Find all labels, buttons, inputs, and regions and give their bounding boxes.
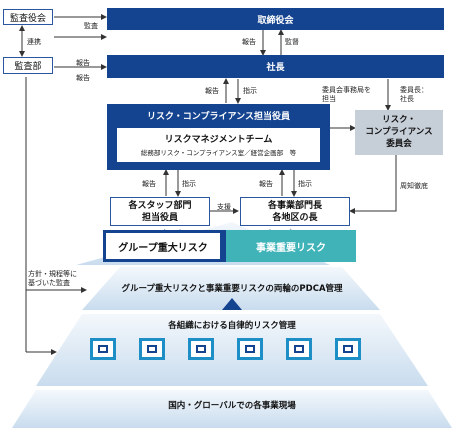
label-instruct-staff: 指示 bbox=[182, 180, 196, 188]
risk-committee-line3: 委員会 bbox=[386, 139, 412, 149]
board-label: 取締役会 bbox=[257, 15, 294, 26]
label-instruct-president: 指示 bbox=[243, 87, 257, 95]
label-secretariat-2: 担当 bbox=[322, 95, 336, 103]
org-unit-icon bbox=[188, 338, 214, 360]
label-renkei: 連携 bbox=[27, 38, 41, 46]
label-report-audit-dept: 報告 bbox=[76, 59, 90, 67]
audit-dept-label: 監査部 bbox=[14, 62, 42, 72]
label-policy-2: 基づいた監査 bbox=[28, 279, 70, 287]
org-unit-icon bbox=[335, 338, 361, 360]
rm-team-subtitle: 総務部リスク・コンプライアンス室／経営企画部 等 bbox=[140, 148, 297, 157]
president-label: 社長 bbox=[266, 63, 285, 73]
staff-officer-box: 各スタッフ部門 担当役員 bbox=[110, 197, 210, 226]
label-support: 支援 bbox=[217, 203, 231, 211]
autonomous-label: 各組織における自律的リスク管理 bbox=[168, 321, 296, 331]
audit-committee-label: 監査役会 bbox=[9, 13, 46, 24]
risk-officer-box: リスク・コンプライアンス担当役員 リスクマネジメントチーム 総務部リスク・コンプ… bbox=[107, 104, 330, 170]
org-unit-icon bbox=[90, 338, 116, 360]
label-report-staff: 報告 bbox=[142, 180, 156, 188]
risk-committee-line1: リスク・ bbox=[382, 115, 416, 125]
dept-head-box: 各事業部門長 各地区の長 bbox=[240, 197, 350, 226]
label-notice: 周知徹底 bbox=[400, 182, 428, 190]
board-box: 取締役会 bbox=[107, 8, 444, 30]
rm-team-title: リスクマネジメントチーム bbox=[164, 134, 273, 145]
rm-team-box: リスクマネジメントチーム 総務部リスク・コンプライアンス室／経営企画部 等 bbox=[117, 128, 320, 162]
risk-committee-box: リスク・ コンプライアンス 委員会 bbox=[355, 110, 443, 155]
business-risk-box: 事業重要リスク bbox=[226, 230, 356, 262]
staff-line1: 各スタッフ部門 bbox=[128, 201, 192, 211]
audit-committee-box: 監査役会 bbox=[3, 9, 53, 25]
group-risk-label: グループ重大リスク bbox=[118, 242, 208, 254]
dept-line2: 各地区の長 bbox=[272, 213, 318, 223]
risk-officer-title: リスク・コンプライアンス担当役員 bbox=[146, 111, 290, 122]
label-chair-1: 委員長： bbox=[400, 86, 428, 94]
org-unit-icon bbox=[139, 338, 165, 360]
pdca-label: グループ重大リスクと事業重要リスクの両輪のPDCA管理 bbox=[121, 284, 343, 294]
label-report-dept: 報告 bbox=[259, 180, 273, 188]
label-report-board: 報告 bbox=[242, 38, 256, 46]
audit-dept-box: 監査部 bbox=[3, 57, 53, 74]
label-report-president: 報告 bbox=[205, 87, 219, 95]
org-unit-icon bbox=[237, 338, 263, 360]
label-report-audit-dept-2: 報告 bbox=[76, 74, 90, 82]
sites-label: 国内・グローバルでの各事業現場 bbox=[168, 401, 296, 411]
label-audit-1: 監査 bbox=[84, 22, 98, 30]
label-secretariat-1: 委員会事務局を bbox=[322, 86, 371, 94]
group-risk-box: グループ重大リスク bbox=[103, 230, 226, 262]
staff-line2: 担当役員 bbox=[141, 213, 178, 223]
label-instruct-dept: 指示 bbox=[298, 180, 312, 188]
dept-line1: 各事業部門長 bbox=[267, 201, 322, 211]
president-box: 社長 bbox=[107, 55, 444, 78]
label-policy-1: 方針・規程等に bbox=[28, 270, 77, 278]
label-chair-2: 社長 bbox=[400, 95, 414, 103]
org-unit-icon bbox=[286, 338, 312, 360]
business-risk-label: 事業重要リスク bbox=[256, 242, 326, 254]
risk-committee-line2: コンプライアンス bbox=[365, 127, 433, 137]
label-supervise: 監督 bbox=[285, 38, 299, 46]
